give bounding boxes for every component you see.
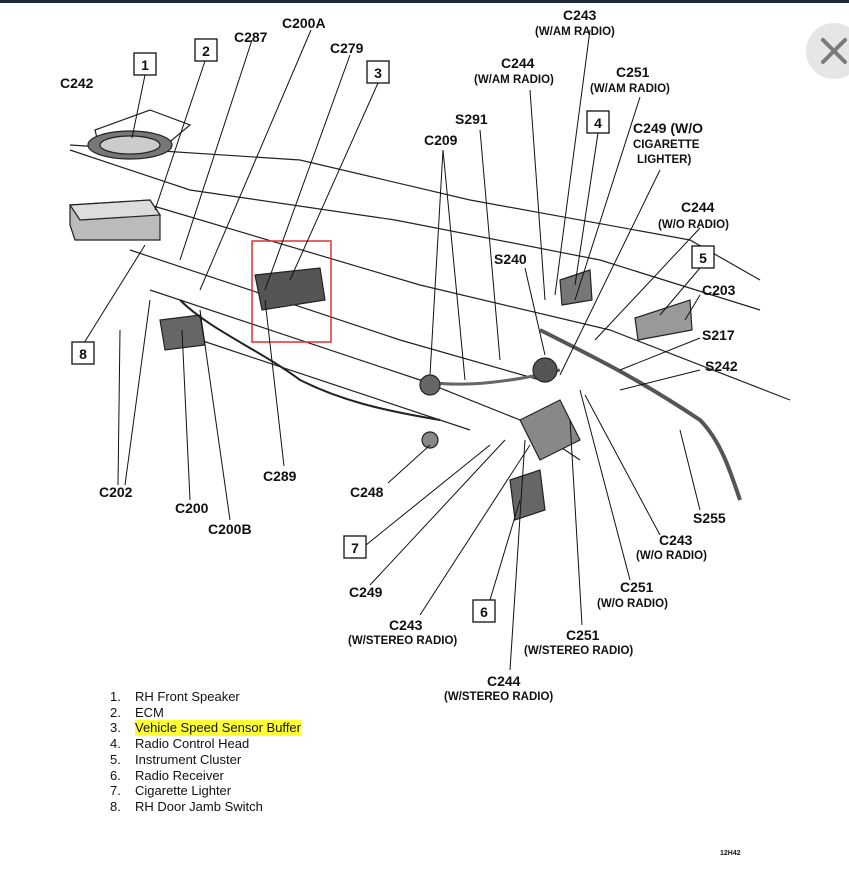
svg-text:6: 6 — [480, 604, 488, 620]
label-c251-stereo-sub: (W/STEREO RADIO) — [524, 645, 633, 657]
label-c243-stereo: C243 — [389, 617, 423, 633]
label-c244-stereo: C244 — [487, 673, 521, 689]
top-border — [0, 0, 849, 3]
callout-boxes: 1 2 3 4 5 6 7 8 — [71, 38, 715, 623]
label-c243-am-sub: (W/AM RADIO) — [535, 26, 615, 38]
label-c249-wo-sub2: LIGHTER) — [637, 154, 691, 166]
svg-text:4: 4 — [594, 115, 602, 131]
label-c209: C209 — [424, 132, 458, 148]
connector-labels: C242 C287 C200A C279 C243 (W/AM RADIO) C… — [60, 7, 738, 703]
svg-text:5: 5 — [699, 250, 707, 266]
label-c242: C242 — [60, 75, 94, 91]
callout-3: 3 — [366, 60, 390, 84]
label-c244-wo: C244 — [681, 199, 715, 215]
label-c202: C202 — [99, 484, 133, 500]
label-c251-am-sub: (W/AM RADIO) — [590, 83, 670, 95]
close-icon — [821, 38, 847, 64]
legend-item: 5.Instrument Cluster — [110, 751, 242, 767]
callout-6: 6 — [472, 599, 496, 623]
label-c243-wo-sub: (W/O RADIO) — [636, 550, 707, 562]
label-s240: S240 — [494, 251, 527, 267]
label-c249: C249 — [349, 584, 383, 600]
legend-text: Radio Control Head — [135, 736, 250, 752]
leader-lines — [83, 29, 701, 671]
legend-item: 6.Radio Receiver — [110, 767, 224, 783]
legend-text-highlighted: Vehicle Speed Sensor Buffer — [135, 720, 301, 737]
label-c244-stereo-sub: (W/STEREO RADIO) — [444, 691, 553, 703]
label-s255: S255 — [693, 510, 726, 526]
svg-text:2: 2 — [202, 43, 210, 59]
label-c279: C279 — [330, 40, 364, 56]
legend-item: 2.ECM — [110, 704, 164, 720]
close-button[interactable]: close — [806, 23, 849, 79]
label-c251-wo-sub: (W/O RADIO) — [597, 598, 668, 610]
label-c203: C203 — [702, 282, 736, 298]
label-c200b: C200B — [208, 521, 252, 537]
label-c244-wo-sub: (W/O RADIO) — [658, 219, 729, 231]
label-c251-stereo: C251 — [566, 627, 600, 643]
label-c243-stereo-sub: (W/STEREO RADIO) — [348, 635, 457, 647]
legend-item: 7.Cigarette Lighter — [110, 783, 232, 799]
label-c287: C287 — [234, 29, 268, 45]
svg-text:1: 1 — [141, 57, 149, 73]
legend-text: ECM — [135, 704, 164, 720]
legend-text: RH Door Jamb Switch — [135, 798, 263, 814]
callout-7: 7 — [343, 535, 367, 559]
svg-text:8: 8 — [79, 346, 87, 362]
legend-text: RH Front Speaker — [135, 689, 240, 704]
dashboard-drawing — [68, 109, 791, 521]
label-c251-wo: C251 — [620, 579, 654, 595]
svg-text:3: 3 — [374, 65, 382, 81]
callout-5: 5 — [691, 245, 715, 269]
legend-text: Radio Receiver — [135, 767, 224, 783]
legend-item: 1.RH Front Speaker — [110, 689, 240, 704]
label-c249-wo-sub: CIGARETTE — [633, 139, 700, 151]
label-c248: C248 — [350, 484, 384, 500]
label-c289: C289 — [263, 468, 297, 484]
legend-item: 4.Radio Control Head — [110, 736, 250, 752]
label-c243-am: C243 — [563, 7, 597, 23]
legend-item: 8.RH Door Jamb Switch — [110, 798, 263, 814]
label-c249-wo: C249 (W/O — [633, 120, 703, 136]
figure-code: 12H42 — [720, 850, 741, 857]
highlight-box — [251, 240, 332, 343]
label-c200a: C200A — [282, 15, 326, 31]
label-c251-am: C251 — [616, 64, 650, 80]
label-c200: C200 — [175, 500, 209, 516]
legend: 1.RH Front Speaker 2.ECM 3.Vehicle Speed… — [110, 689, 301, 815]
svg-text:7: 7 — [351, 540, 359, 556]
legend-text: Cigarette Lighter — [135, 783, 232, 799]
label-c244-am: C244 — [501, 55, 535, 71]
legend-text: Instrument Cluster — [135, 751, 242, 767]
callout-8: 8 — [71, 341, 95, 365]
label-s291: S291 — [455, 111, 488, 127]
callout-2: 2 — [194, 38, 218, 62]
label-s242: S242 — [705, 358, 738, 374]
label-c243-wo: C243 — [659, 532, 693, 548]
callout-1: 1 — [133, 52, 157, 76]
callout-4: 4 — [586, 110, 610, 134]
label-s217: S217 — [702, 327, 735, 343]
legend-item: 3.Vehicle Speed Sensor Buffer — [110, 720, 301, 737]
label-c244-am-sub: (W/AM RADIO) — [474, 74, 554, 86]
